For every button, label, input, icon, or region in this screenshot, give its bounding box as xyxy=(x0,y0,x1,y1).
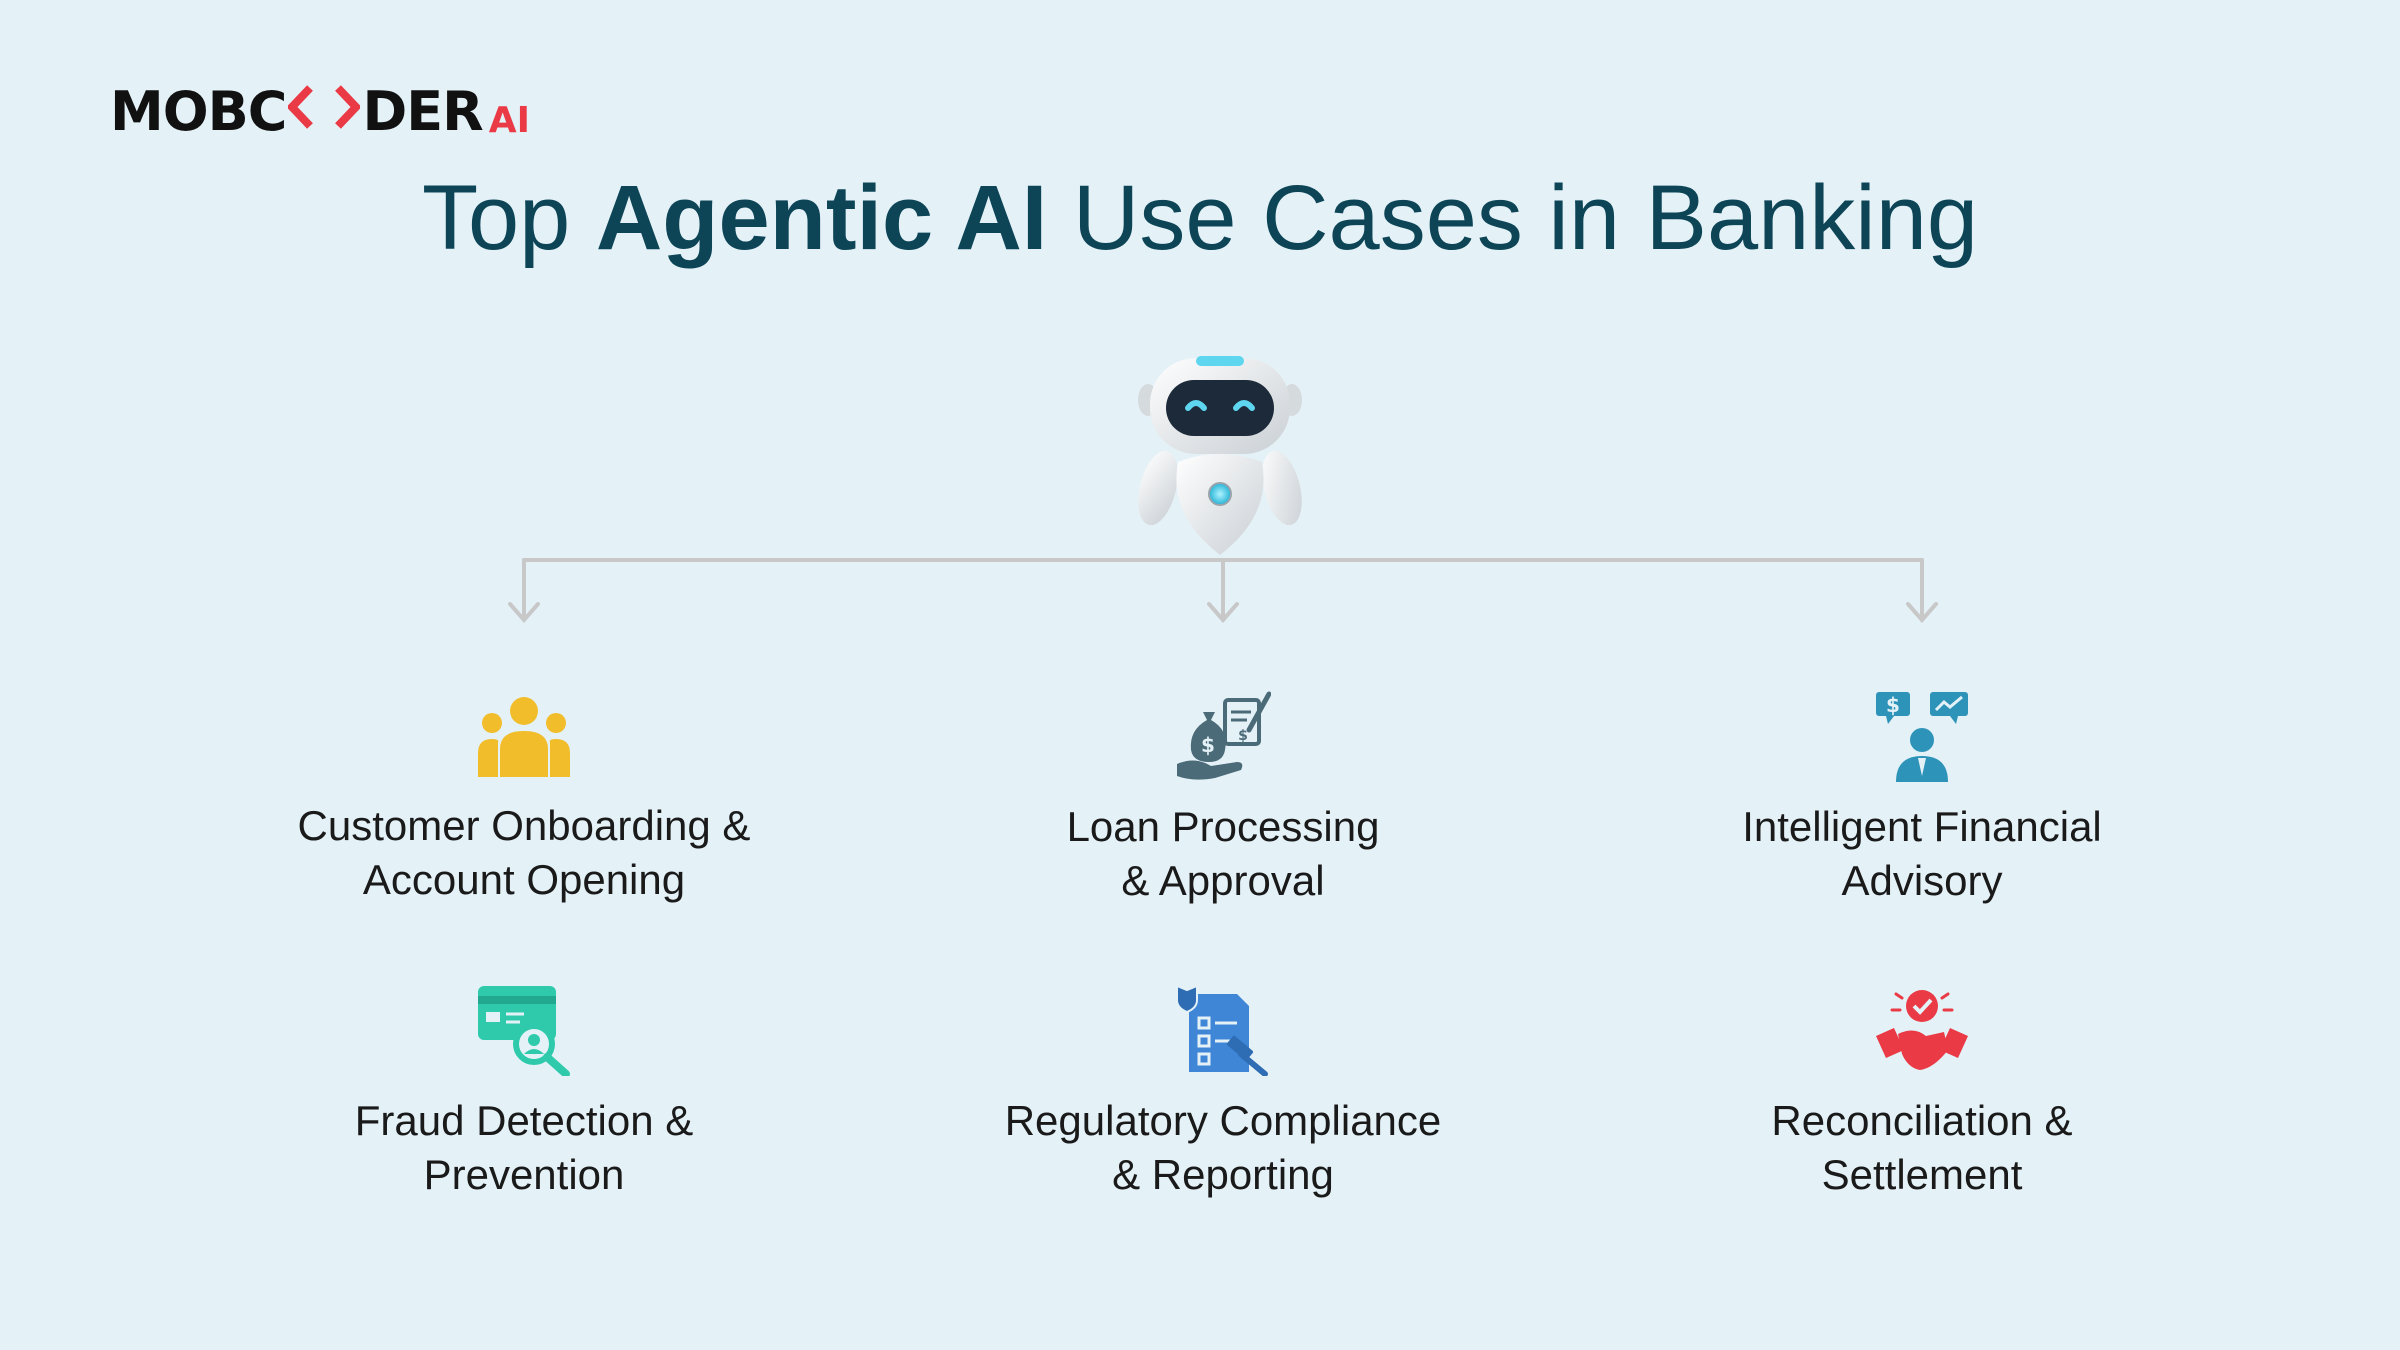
use-case-fraud-detection: Fraud Detection & Prevention xyxy=(174,984,874,1202)
use-case-label: Regulatory Compliance & Reporting xyxy=(873,1094,1573,1202)
compliance-document-icon xyxy=(1176,984,1268,1076)
logo-text-right: DER xyxy=(362,80,483,143)
title-prefix: Top xyxy=(421,167,596,269)
label-line-1: Fraud Detection & xyxy=(354,1097,694,1144)
use-case-loan-processing: $ $ Loan Processing & Approval xyxy=(873,690,1573,908)
label-line-1: Regulatory Compliance xyxy=(1004,1097,1442,1144)
use-case-label: Customer Onboarding & Account Opening xyxy=(174,799,874,907)
label-line-2: Advisory xyxy=(1841,857,2003,904)
logo-text-left: MOBC xyxy=(110,80,287,143)
use-case-regulatory-compliance: Regulatory Compliance & Reporting xyxy=(873,984,1573,1202)
brand-logo: MOBC DER AI xyxy=(110,84,530,139)
money-bag-hand-icon: $ $ xyxy=(1177,691,1271,780)
svg-text:$: $ xyxy=(1886,693,1900,717)
label-line-1: Intelligent Financial xyxy=(1742,803,2102,850)
robot-icon xyxy=(1130,350,1310,565)
title-highlight: Agentic AI xyxy=(595,167,1048,269)
label-line-2: Settlement xyxy=(1821,1151,2023,1198)
label-line-2: Prevention xyxy=(423,1151,625,1198)
use-case-label: Fraud Detection & Prevention xyxy=(174,1094,874,1202)
use-case-label: Reconciliation & Settlement xyxy=(1572,1094,2272,1202)
label-line-2: & Approval xyxy=(1121,857,1325,904)
label-line-1: Customer Onboarding & xyxy=(297,802,751,849)
handshake-badge-icon xyxy=(1876,990,1968,1070)
label-line-1: Loan Processing xyxy=(1066,803,1380,850)
code-brackets-icon xyxy=(286,84,362,139)
use-case-reconciliation: Reconciliation & Settlement xyxy=(1572,984,2272,1202)
use-case-label: Loan Processing & Approval xyxy=(873,800,1573,908)
label-line-2: & Reporting xyxy=(1112,1151,1334,1198)
card-magnifier-icon xyxy=(478,986,570,1076)
svg-text:$: $ xyxy=(1238,728,1248,744)
label-line-2: Account Opening xyxy=(362,856,686,903)
page-title: Top Agentic AI Use Cases in Banking xyxy=(0,167,2400,269)
financial-advisor-icon: $ xyxy=(1876,692,1968,782)
logo-ai-suffix: AI xyxy=(488,100,530,141)
title-suffix: Use Cases in Banking xyxy=(1047,167,1979,269)
use-case-customer-onboarding: Customer Onboarding & Account Opening xyxy=(174,695,874,907)
label-line-1: Reconciliation & xyxy=(1771,1097,2073,1144)
use-case-financial-advisory: $ Intelligent Financial Advisory xyxy=(1572,690,2272,908)
svg-text:$: $ xyxy=(1201,733,1215,757)
use-case-label: Intelligent Financial Advisory xyxy=(1572,800,2272,908)
people-group-icon xyxy=(478,697,570,777)
